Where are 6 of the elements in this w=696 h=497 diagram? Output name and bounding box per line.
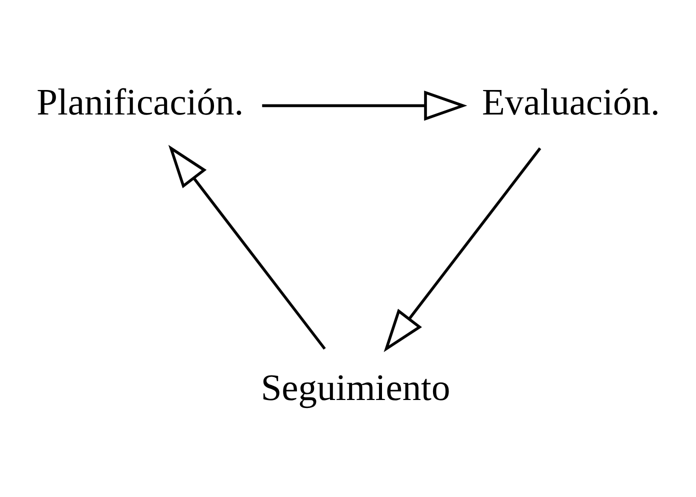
node-text: Seguimiento	[260, 368, 450, 410]
arrow	[168, 144, 326, 350]
arrow	[383, 147, 541, 352]
node-text: Planificación.	[36, 82, 244, 124]
node-text: Evaluación.	[482, 82, 660, 124]
arrow	[262, 90, 467, 121]
